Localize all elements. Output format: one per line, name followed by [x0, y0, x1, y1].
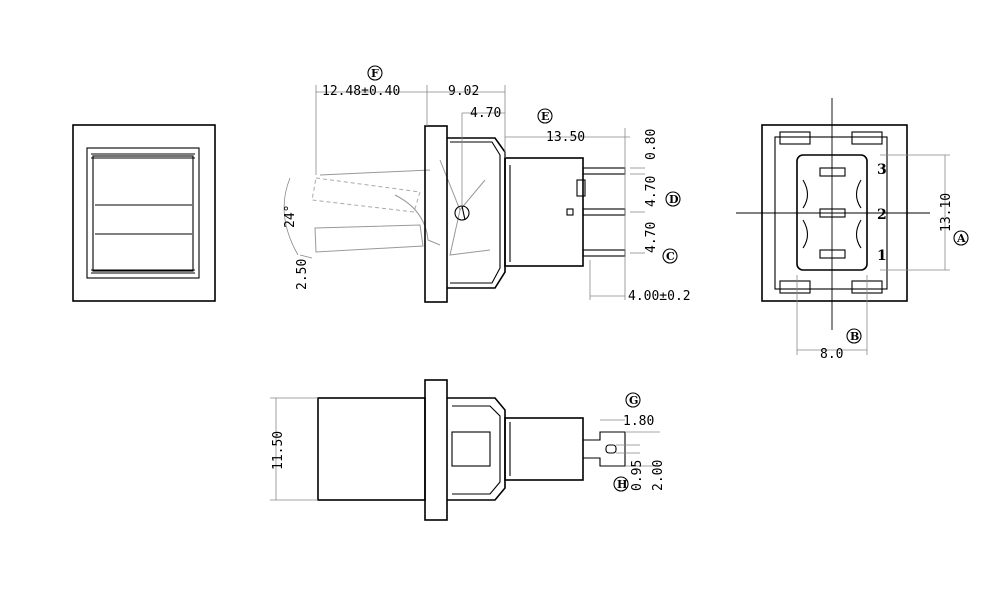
label-h-circle: [613, 476, 629, 492]
label-a-circle: [953, 230, 969, 246]
rear-tab-tl: [779, 131, 811, 145]
pin-label-1: 1: [877, 248, 887, 264]
dim-angle: 24°: [283, 205, 298, 228]
side-body: [504, 157, 584, 267]
rocker-alt-edge: [319, 169, 431, 176]
bottom-housing-inner: [452, 405, 501, 495]
dim-0-95: 0.95: [630, 460, 645, 491]
label-c-circle: [662, 248, 678, 264]
pin-label-2: 2: [877, 207, 887, 223]
contact-springs: [802, 179, 862, 249]
label-f: F: [371, 67, 379, 80]
terminal-slot-1: [819, 249, 846, 259]
dim-1-80: 1.80: [623, 414, 654, 429]
side-housing: [447, 137, 506, 289]
side-flange: [424, 125, 448, 303]
rocker-face: [92, 155, 194, 272]
rocker-actuator: [314, 224, 424, 253]
dim-8-0: 8.0: [820, 347, 843, 362]
rocker-edges: [91, 153, 195, 274]
rocker-curve: [394, 194, 441, 246]
bottom-flange: [424, 379, 448, 521]
side-view: 12.48±0.40 9.02 4.70 13.50 0.80 4.70 4.7…: [283, 65, 691, 304]
bottom-terminal: [583, 431, 626, 467]
dim-13-10: 13.10: [939, 193, 954, 232]
bottom-window: [451, 431, 491, 467]
angle-arc: [283, 177, 299, 256]
terminal-mid: [582, 208, 626, 216]
label-f-circle: [367, 65, 383, 81]
bottom-view: 11.50 1.80 0.95 2.00 G H: [270, 379, 666, 521]
label-g-circle: [625, 392, 641, 408]
dim-4-70-top: 4.70: [470, 106, 501, 121]
label-d-circle: [665, 191, 681, 207]
label-g: G: [629, 394, 638, 407]
dim-0-80: 0.80: [644, 129, 659, 160]
label-b-circle: [846, 328, 862, 344]
label-e-circle: [537, 108, 553, 124]
dim-12-48: 12.48±0.40: [322, 84, 400, 99]
pivot-mark: [461, 205, 466, 221]
terminal-bottom: [582, 249, 626, 257]
terminal-top: [582, 167, 626, 175]
terminal-slot-3: [819, 167, 846, 177]
rocker-alternate-position: [311, 177, 421, 213]
label-a: A: [956, 232, 966, 245]
dim-4-70-right-1: 4.70: [644, 176, 659, 207]
front-view: [72, 124, 216, 302]
dim-13-50: 13.50: [546, 130, 585, 145]
dim-2-50: 2.50: [295, 259, 310, 290]
bottom-housing: [447, 397, 506, 501]
label-b: B: [850, 330, 859, 343]
terminal-hole: [605, 444, 617, 454]
dim-2-00: 2.00: [651, 460, 666, 491]
label-d: D: [669, 193, 679, 206]
label-h: H: [617, 478, 627, 491]
side-latch: [576, 179, 586, 197]
front-bezel: [72, 124, 216, 302]
side-housing-inner: [450, 141, 501, 284]
dim-4-00: 4.00±0.2: [628, 289, 691, 304]
front-opening: [86, 147, 200, 279]
label-e: E: [541, 110, 549, 123]
dim-11-50: 11.50: [271, 431, 286, 470]
dim-9-02: 9.02: [448, 84, 479, 99]
dim-250: [299, 254, 313, 259]
bottom-body: [504, 417, 584, 481]
rear-tab-bl: [779, 280, 811, 294]
bottom-rocker: [317, 397, 426, 501]
rear-tab-tr: [851, 131, 883, 145]
pin-label-3: 3: [877, 162, 887, 178]
side-square: [566, 208, 574, 216]
label-c: C: [666, 250, 675, 263]
dim-4-70-right-2: 4.70: [644, 222, 659, 253]
rear-view: 3 2 1 13.10 8.0 A B: [736, 98, 969, 362]
